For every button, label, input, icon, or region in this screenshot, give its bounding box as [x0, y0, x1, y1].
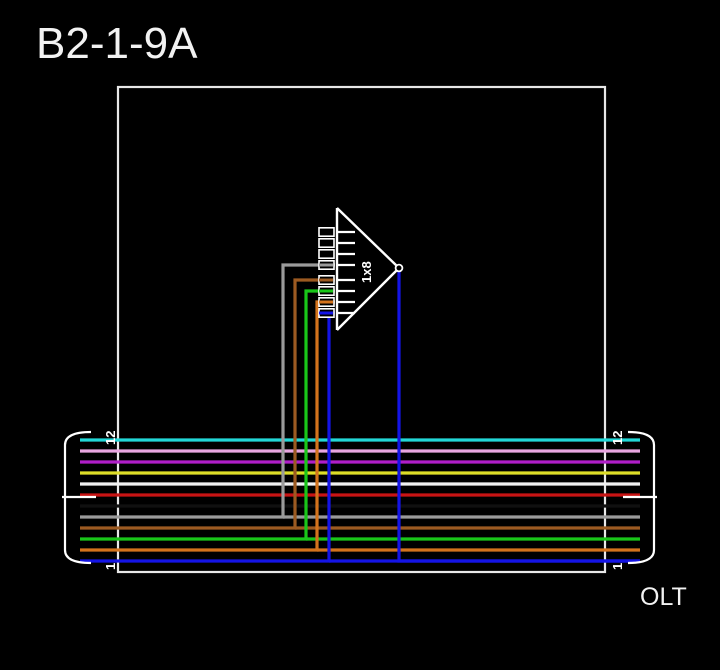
right-bundle-bottom-label: 1	[610, 562, 625, 570]
left-bundle-top-label: 12	[103, 430, 118, 445]
left-bundle-bottom-label: 1	[103, 562, 118, 570]
fiber-slate-5-to-splitter	[80, 263, 335, 519]
splitter-ratio-label: 1x8	[359, 261, 374, 283]
splitter-port-connector-6[interactable]	[318, 249, 335, 260]
splice-enclosure-frame	[116, 85, 607, 574]
splitter-input-connector[interactable]	[394, 263, 404, 273]
right-bundle-top-label: 12	[610, 430, 625, 445]
page-title: B2-1-9A	[36, 19, 198, 68]
splitter-port-connector-7[interactable]	[318, 238, 335, 249]
fiber-brown-4-to-splitter	[80, 278, 335, 530]
olt-feeder-fiber	[397, 268, 640, 563]
splitter-port-connector-8[interactable]	[318, 227, 335, 238]
olt-label: OLT	[640, 583, 687, 611]
